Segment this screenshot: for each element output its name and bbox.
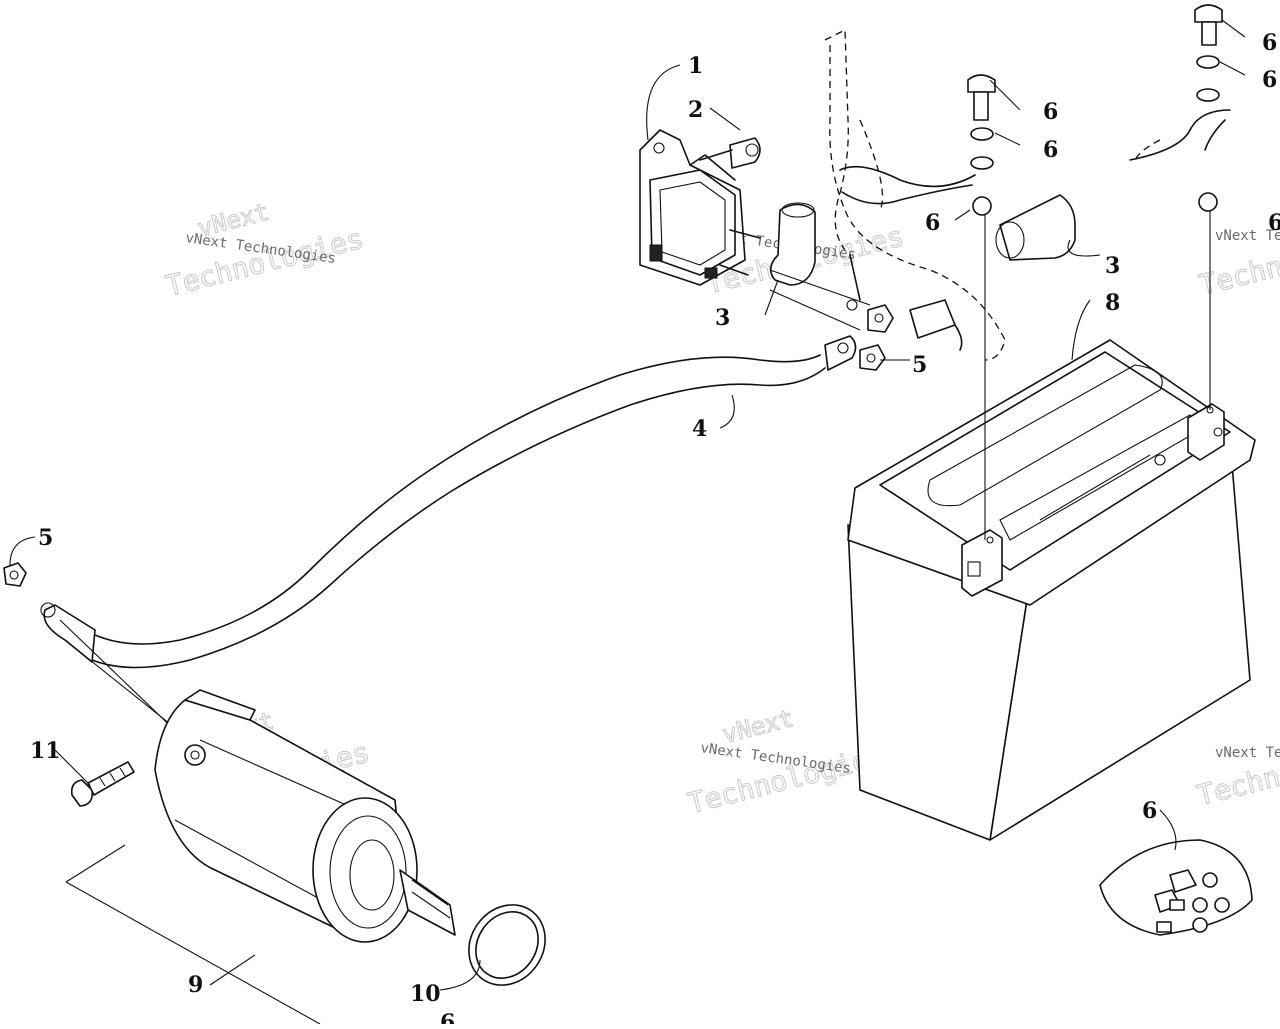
callout-5-right: 5 xyxy=(912,352,927,378)
callout-2: 2 xyxy=(688,97,703,123)
callout-3-right: 3 xyxy=(1105,253,1120,279)
callout-6-kit: 6 xyxy=(1142,798,1157,824)
callout-6-washer: 6 xyxy=(1043,137,1058,163)
starter-motor xyxy=(154,689,456,943)
starter-solenoid xyxy=(639,129,761,286)
bolt-11 xyxy=(70,761,135,807)
leader-9 xyxy=(65,844,126,883)
callout-8: 8 xyxy=(1105,290,1120,316)
hardware-kit xyxy=(1099,839,1253,936)
callout-6-top-washer: 6 xyxy=(1262,67,1277,93)
leader xyxy=(769,269,871,306)
nut-upper xyxy=(867,304,894,333)
battery xyxy=(847,339,1256,841)
screw-6-top-right xyxy=(1194,4,1223,212)
watermark-company: Technologies xyxy=(1194,731,1280,812)
callout-6-bottom: 6 xyxy=(440,1010,455,1024)
leader xyxy=(59,619,186,741)
callout-6-lockwasher: 6 xyxy=(925,210,940,236)
callout-6-screw: 6 xyxy=(1043,99,1058,125)
callout-11: 11 xyxy=(30,738,61,764)
watermark-right-lower: Technologies xyxy=(1193,731,1280,813)
bolt-2 xyxy=(699,137,761,169)
o-ring xyxy=(468,904,546,986)
connector xyxy=(846,254,963,351)
callout-3-left: 3 xyxy=(715,305,730,331)
watermark-caption-right-lower: vNext Technologies xyxy=(1215,745,1280,761)
watermark-caption-right: vNext Technologies xyxy=(1215,228,1280,244)
terminal-boot-left xyxy=(769,202,816,286)
starter-cable xyxy=(40,335,857,669)
terminal-boot-right xyxy=(995,194,1076,261)
callout-9: 9 xyxy=(188,972,203,998)
watermark-brand: vNext xyxy=(720,704,797,749)
screw-6-battery xyxy=(967,74,996,216)
callout-5-left: 5 xyxy=(38,525,53,551)
callout-10: 10 xyxy=(410,981,441,1007)
nut-lower xyxy=(859,344,886,371)
callout-6-top-screw: 6 xyxy=(1262,30,1277,56)
callout-6-right-edge: 6 xyxy=(1268,210,1280,236)
callout-4: 4 xyxy=(692,416,707,442)
leader xyxy=(769,289,861,331)
positive-cable xyxy=(839,109,1231,205)
nut-5-left xyxy=(3,562,27,587)
callout-1: 1 xyxy=(688,53,703,79)
leader-9 xyxy=(65,881,321,1025)
leaders xyxy=(9,19,1246,991)
